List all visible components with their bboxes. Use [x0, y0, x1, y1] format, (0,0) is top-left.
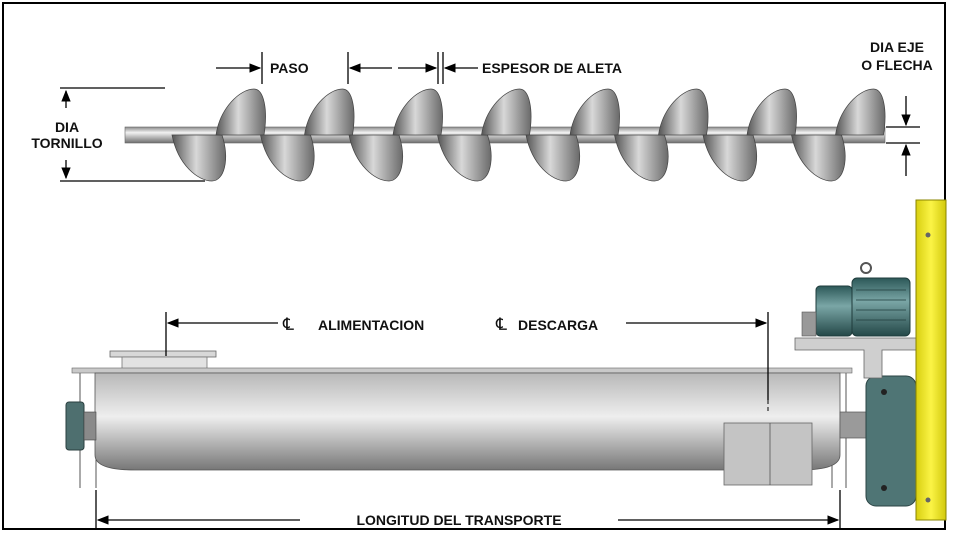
- feed-discharge-dimension: ℄ ALIMENTACION ℄ DESCARGA: [165, 312, 769, 412]
- dia-eje-dimension: DIA EJE O FLECHA: [861, 39, 933, 176]
- screw-flight-lower: [791, 134, 846, 182]
- centerline-symbol-discharge: ℄: [495, 315, 507, 335]
- screw-flight-upper: [215, 88, 266, 136]
- motor-body: [815, 285, 853, 337]
- paso-dimension: PASO: [216, 52, 392, 84]
- screw-flight-lower: [437, 134, 492, 182]
- espesor-aleta-label: ESPESOR DE ALETA: [482, 60, 622, 76]
- centerline-symbol-feed: ℄: [282, 315, 294, 335]
- trough-cover: [71, 367, 853, 374]
- screw-flight-lower: [702, 134, 757, 182]
- screw-flight-upper: [658, 88, 709, 136]
- motor-housing: [851, 277, 911, 337]
- screw-flight-upper: [304, 88, 355, 136]
- conveyor-assembly: [65, 199, 947, 521]
- screw-flight-lower: [171, 134, 226, 182]
- espesor-aleta-dimension: ESPESOR DE ALETA: [398, 52, 622, 84]
- discharge-spout: [723, 422, 813, 486]
- dia-tornillo-label-line2: TORNILLO: [31, 135, 102, 151]
- screw-flight-lower: [525, 134, 580, 182]
- inlet-spout: [121, 356, 208, 370]
- screw-flight-lower: [348, 134, 403, 182]
- inlet-flange: [109, 350, 217, 358]
- motor-lifting-eye: [860, 262, 872, 274]
- dia-tornillo-dimension: DIA TORNILLO: [31, 87, 205, 182]
- dia-eje-label-line2: O FLECHA: [861, 57, 933, 73]
- screw-flight-lower: [614, 134, 669, 182]
- longitud-label: LONGITUD DEL TRANSPORTE: [356, 512, 561, 528]
- alimentacion-label: ALIMENTACION: [318, 317, 424, 333]
- dia-tornillo-label-line1: DIA: [55, 119, 79, 135]
- paso-label: PASO: [270, 60, 309, 76]
- descarga-label: DESCARGA: [518, 317, 598, 333]
- dia-eje-label-line1: DIA EJE: [870, 39, 924, 55]
- screw-flight-upper: [835, 88, 886, 136]
- longitud-dimension: LONGITUD DEL TRANSPORTE: [95, 490, 841, 530]
- gearbox: [865, 375, 917, 507]
- screw-flight-upper: [392, 88, 443, 136]
- screw-flight-upper: [481, 88, 532, 136]
- screw-flight-upper: [746, 88, 797, 136]
- screw-flight-lower: [260, 134, 315, 182]
- mounting-plate: [915, 199, 947, 521]
- screw-flight-upper: [569, 88, 620, 136]
- tail-bearing: [65, 401, 85, 451]
- screw-flight-illustration: [124, 88, 886, 182]
